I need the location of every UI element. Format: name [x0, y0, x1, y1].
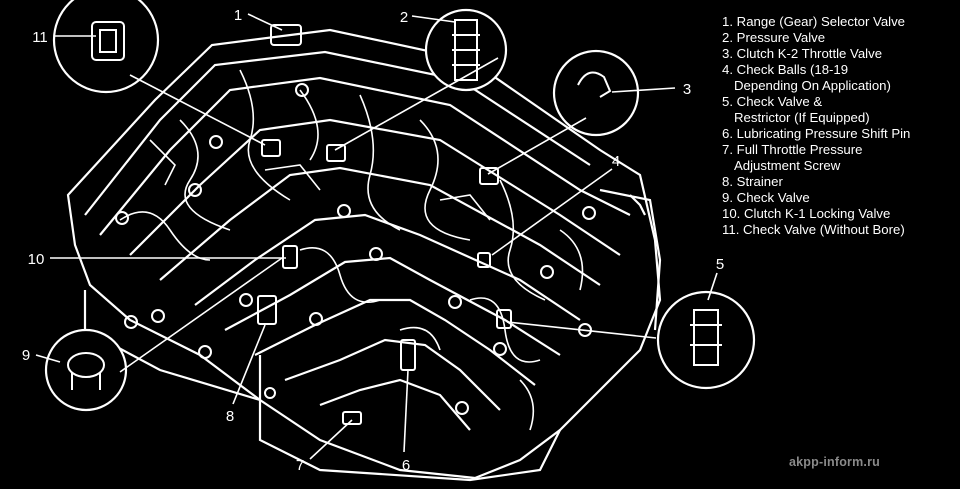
legend-item-1: 1. Range (Gear) Selector Valve — [722, 14, 958, 30]
legend-number: 7. — [722, 142, 737, 157]
legend-item-11: 11. Check Valve (Without Bore) — [722, 222, 958, 238]
legend-item-3: 3. Clutch K-2 Throttle Valve — [722, 46, 958, 62]
valve-parts — [257, 24, 512, 425]
legend-number: 6. — [722, 126, 737, 141]
callout-1: 1 — [234, 7, 242, 24]
callout-11: 11 — [32, 29, 48, 46]
legend-text: Check Valve (Without Bore) — [743, 222, 905, 237]
legend-text: Full Throttle Pressure — [736, 142, 863, 157]
legend-item-9: 9. Check Valve — [722, 190, 958, 206]
valve-channels — [119, 69, 584, 431]
legend-item-8: 8. Strainer — [722, 174, 958, 190]
legend-number: 4. — [722, 62, 737, 77]
legend-text: Range (Gear) Selector Valve — [736, 14, 906, 29]
legend-number: 8. — [722, 174, 737, 189]
callout-9: 9 — [22, 347, 30, 364]
callout-8: 8 — [226, 408, 234, 425]
legend-text: Lubricating Pressure Shift Pin — [736, 126, 911, 141]
legend-item-10: 10. Clutch K-1 Locking Valve — [722, 206, 958, 222]
callout-2: 2 — [400, 9, 408, 26]
legend-text: Restrictor (If Equipped) — [734, 110, 870, 125]
callout-6: 6 — [402, 457, 410, 474]
legend-text: Check Valve — [736, 190, 810, 205]
legend-text: Depending On Application) — [734, 78, 891, 93]
legend-number: 11. — [722, 222, 744, 237]
legend-number: 2. — [722, 30, 737, 45]
leader-lines — [35, 13, 718, 460]
legend-number: 5. — [722, 94, 737, 109]
callout-4: 4 — [612, 153, 620, 170]
legend-text: Strainer — [736, 174, 783, 189]
legend-number: 3. — [722, 46, 737, 61]
callout-numbers: 1 2 3 4 5 6 7 8 9 10 11 — [22, 7, 724, 474]
legend-number: 1. — [722, 14, 737, 29]
legend-number: 10. — [722, 206, 744, 221]
legend-number: 9. — [722, 190, 737, 205]
callout-5: 5 — [716, 256, 724, 273]
inset-5 — [656, 290, 756, 390]
legend-text: Clutch K-2 Throttle Valve — [736, 46, 883, 61]
legend-text: Clutch K-1 Locking Valve — [744, 206, 891, 221]
inset-9 — [44, 328, 128, 412]
callout-10: 10 — [28, 251, 45, 268]
legend-item-2: 2. Pressure Valve — [722, 30, 958, 46]
inset-11 — [52, 0, 160, 94]
watermark: akpp-inform.ru — [789, 455, 880, 469]
legend-text: Pressure Valve — [736, 30, 826, 45]
legend-text: Check Valve & — [736, 94, 823, 109]
callout-3: 3 — [683, 81, 691, 98]
inset-3 — [552, 49, 640, 137]
legend-item-5: 5. Check Valve &Restrictor (If Equipped) — [722, 94, 958, 126]
legend-item-6: 6. Lubricating Pressure Shift Pin — [722, 126, 958, 142]
legend-text: Check Balls (18-19 — [736, 62, 849, 77]
callout-7: 7 — [296, 457, 304, 474]
legend-text: Adjustment Screw — [734, 158, 841, 173]
inset-details — [67, 19, 722, 390]
